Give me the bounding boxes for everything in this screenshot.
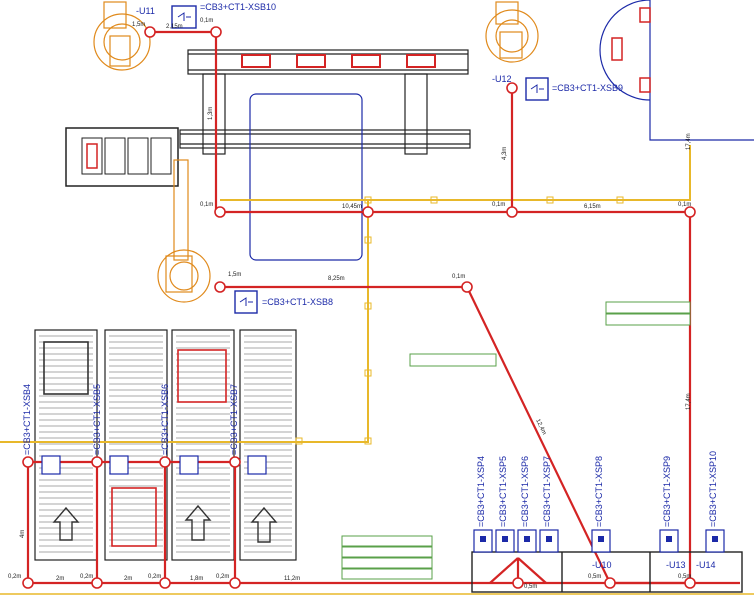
green-tags <box>341 301 691 580</box>
svg-text:1,8m: 1,8m <box>190 576 203 582</box>
svg-text:12,4m: 12,4m <box>534 418 547 436</box>
xsb6-tag: =CB3+CT1-XSB6 <box>160 384 170 455</box>
conveyor-pallets <box>43 341 227 547</box>
xsb4-tag: =CB3+CT1-XSB4 <box>22 384 32 455</box>
u11-label: -U11 <box>136 6 155 16</box>
svg-text:11,2m: 11,2m <box>284 576 300 582</box>
conveyor-roller-lines <box>39 335 292 553</box>
xsp5-tag: =CB3+CT1-XSP5 <box>498 456 508 527</box>
svg-text:0,1m: 0,1m <box>678 202 691 208</box>
svg-text:2m: 2m <box>56 576 64 582</box>
top-conveyor <box>179 49 471 261</box>
svg-text:0,1m: 0,1m <box>200 202 213 208</box>
robot-center <box>157 159 211 303</box>
svg-text:8,25m: 8,25m <box>328 276 345 282</box>
svg-text:4,3m: 4,3m <box>502 147 508 160</box>
u13-label: -U13 <box>666 560 686 570</box>
panel-socket-marks <box>480 536 718 542</box>
round-station <box>599 0 754 141</box>
svg-text:1,5m: 1,5m <box>228 272 241 278</box>
xsb5-tag: =CB3+CT1-XSB5 <box>92 384 102 455</box>
bottom-conveyors <box>34 329 297 561</box>
yellow-junction-markers <box>295 196 624 445</box>
svg-text:6,15m: 6,15m <box>584 204 601 210</box>
svg-text:1,3m: 1,3m <box>208 107 214 120</box>
robot-u11 <box>93 1 151 71</box>
switch-box-xsb9: =CB3+CT1-XSB9 <box>525 77 623 101</box>
xsp8-tag: =CB3+CT1-XSP8 <box>594 456 604 527</box>
red-junction-points <box>22 26 696 589</box>
switch-box-xsb8: =CB3+CT1-XSB8 <box>234 290 333 314</box>
yellow-cables <box>0 145 691 443</box>
svg-text:0,2m: 0,2m <box>80 574 93 580</box>
u14-label: -U14 <box>696 560 716 570</box>
xsp4-tag: =CB3+CT1-XSP4 <box>476 456 486 527</box>
svg-text:0,2m: 0,2m <box>216 574 229 580</box>
xsp10-tag: =CB3+CT1-XSP10 <box>708 451 718 527</box>
svg-text:0,2m: 0,2m <box>8 574 21 580</box>
svg-text:2m: 2m <box>124 576 132 582</box>
direction-arrows <box>52 504 278 543</box>
svg-text:1,5m: 1,5m <box>132 22 145 28</box>
u12-label: -U12 <box>492 74 512 84</box>
svg-text:2,15m: 2,15m <box>166 24 183 30</box>
svg-text:0,1m: 0,1m <box>492 202 505 208</box>
control-cabinet <box>65 127 179 187</box>
svg-text:4m: 4m <box>20 530 26 538</box>
svg-text:17,4m: 17,4m <box>686 393 692 410</box>
xsb10-label: =CB3+CT1-XSB10 <box>200 2 276 12</box>
xsb9-label: =CB3+CT1-XSB9 <box>552 83 623 93</box>
svg-text:10,45m: 10,45m <box>342 204 362 210</box>
svg-text:0,1m: 0,1m <box>200 18 213 24</box>
svg-text:0,5m: 0,5m <box>588 574 601 580</box>
u10-label: -U10 <box>592 560 612 570</box>
svg-text:0,5m: 0,5m <box>678 574 691 580</box>
xsp7-tag: =CB3+CT1-XSP7 <box>542 456 552 527</box>
svg-text:0,5m: 0,5m <box>524 584 537 590</box>
xsp6-tag: =CB3+CT1-XSP6 <box>520 456 530 527</box>
xsb7-tag: =CB3+CT1-XSB7 <box>229 384 239 455</box>
robot-u12 <box>485 1 539 63</box>
xsb8-label: =CB3+CT1-XSB8 <box>262 297 333 307</box>
xsp9-tag: =CB3+CT1-XSP9 <box>662 456 672 527</box>
top-conveyor-red-slots <box>241 54 436 68</box>
svg-text:17,4m: 17,4m <box>686 133 692 150</box>
switch-box-xsb10: =CB3+CT1-XSB10 <box>171 2 276 29</box>
conveyor-switches <box>41 455 267 475</box>
svg-text:0,1m: 0,1m <box>452 274 465 280</box>
svg-text:0,2m: 0,2m <box>148 574 161 580</box>
